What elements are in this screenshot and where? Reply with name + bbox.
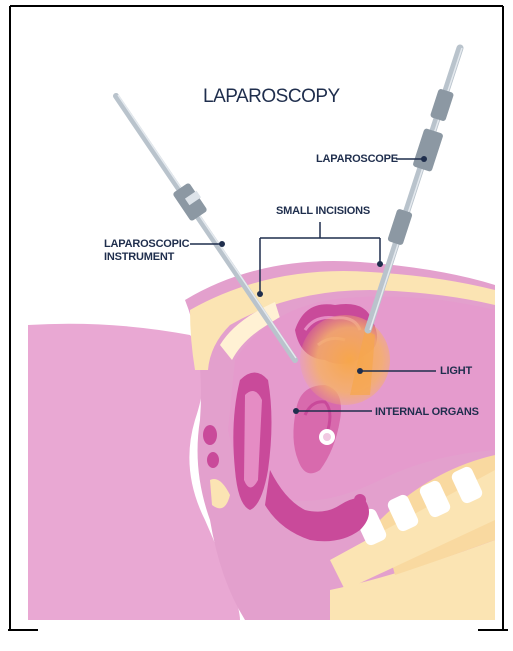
label-small-incisions: SMALL INCISIONS: [276, 205, 370, 218]
label-laparoscopic-instrument: LAPAROSCOPIC INSTRUMENT: [104, 238, 189, 264]
light-glow: [300, 315, 390, 405]
label-instrument-line1: LAPAROSCOPIC: [104, 238, 189, 251]
label-light: LIGHT: [440, 365, 472, 378]
label-laparoscope: LAPAROSCOPE: [316, 153, 398, 166]
label-instrument-line2: INSTRUMENT: [104, 251, 189, 264]
label-internal-organs: INTERNAL ORGANS: [375, 406, 479, 419]
diagram-title: LAPAROSCOPY: [203, 86, 340, 108]
